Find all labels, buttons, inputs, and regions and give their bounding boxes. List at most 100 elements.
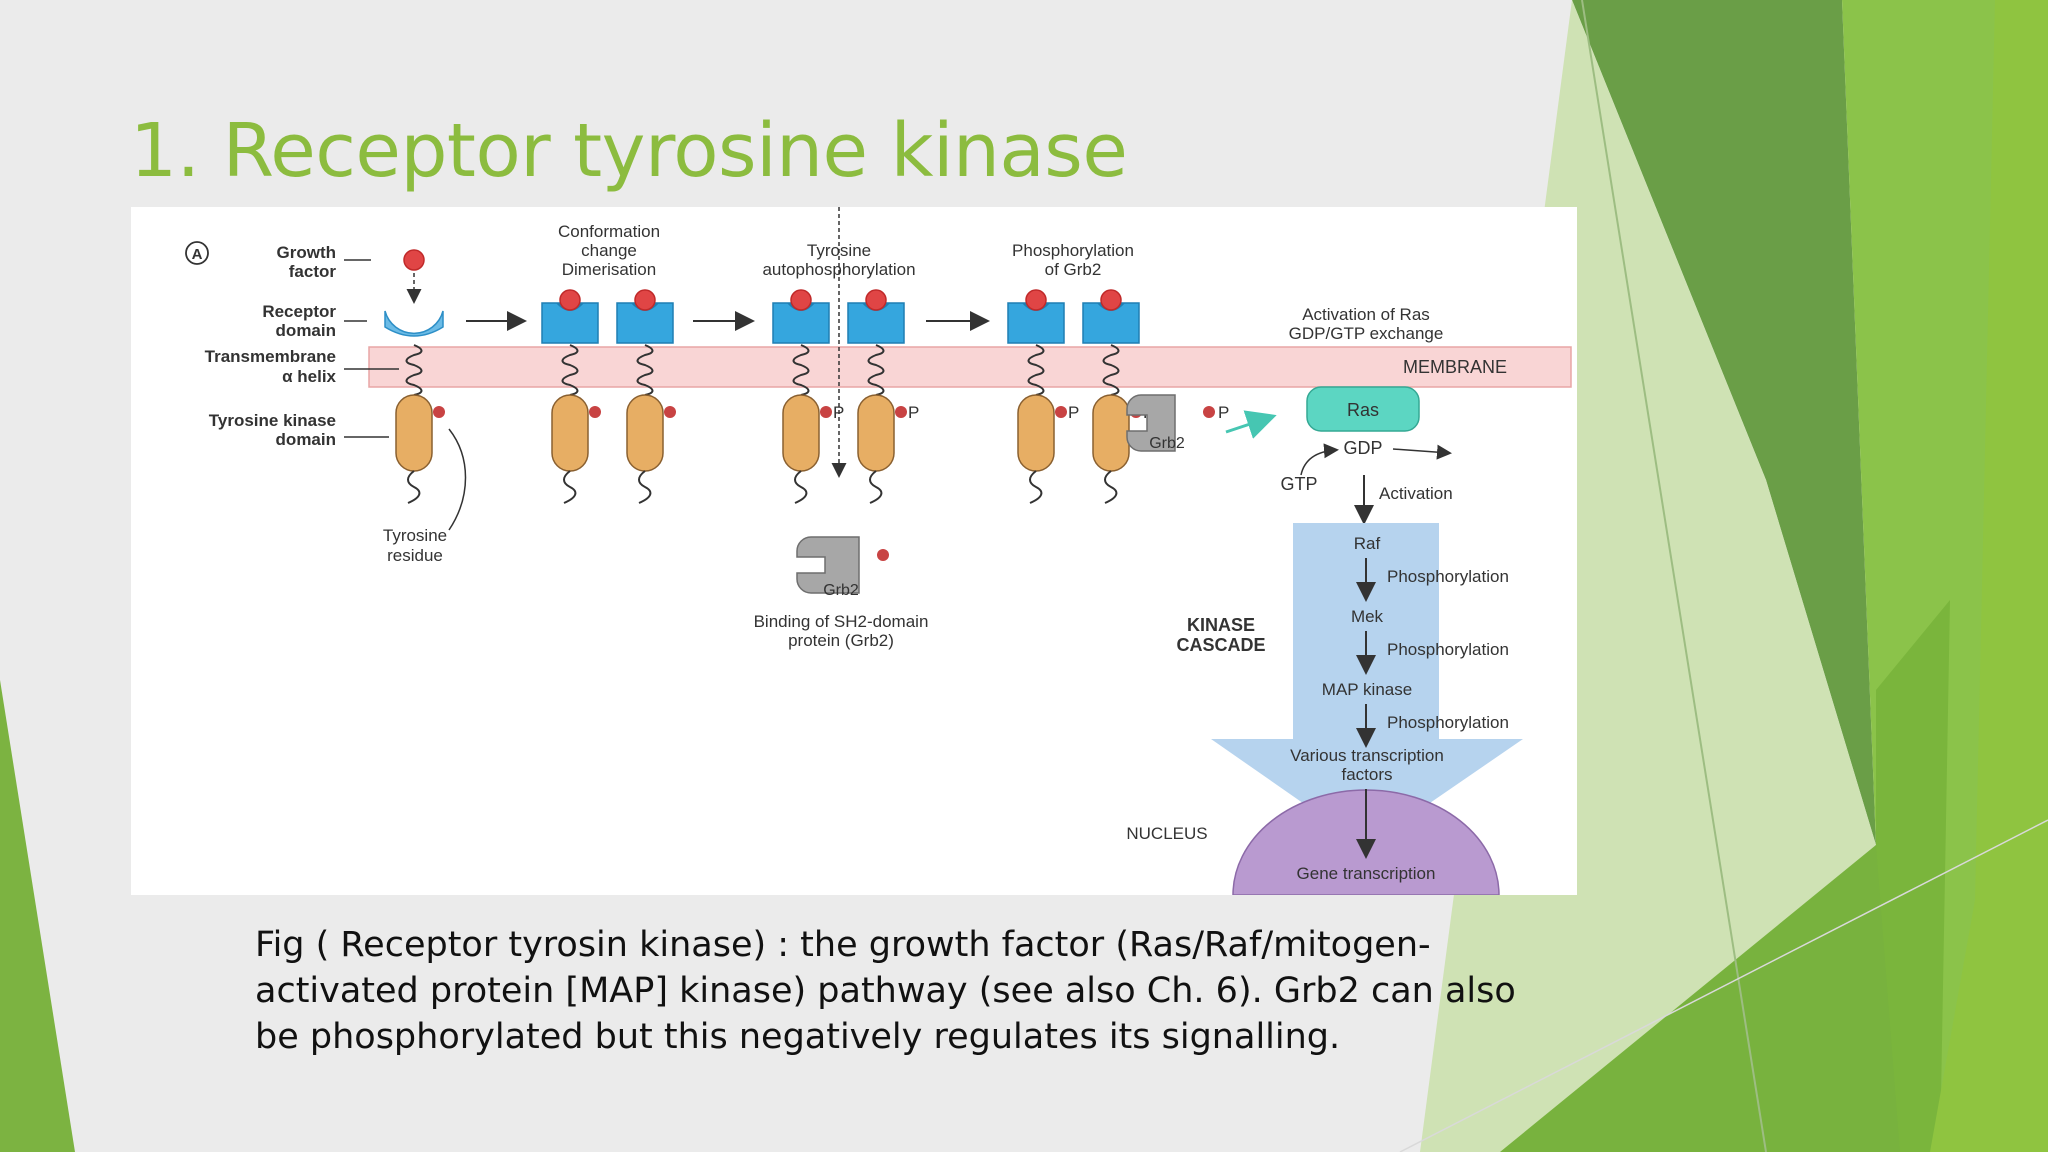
transmembrane-helix (1027, 344, 1045, 396)
figure-caption: Fig ( Receptor tyrosin kinase) : the gro… (255, 922, 1535, 1060)
activation-ras-label-2: GDP/GTP exchange (1289, 324, 1444, 343)
growth-factor-label-2: factor (289, 262, 337, 281)
c-terminal-tail (1104, 470, 1118, 504)
kinase-domain (857, 394, 895, 472)
grb2-phospho-site (1203, 406, 1215, 418)
c-terminal-tail (794, 470, 808, 504)
thin-divider-line (1399, 819, 2048, 1152)
cascade-node: Raf (1354, 534, 1381, 553)
tyrosine-residue (895, 406, 907, 418)
kinase-domain (395, 394, 433, 472)
c-terminal-tail (407, 470, 421, 504)
caption-line-1: Fig ( Receptor tyrosin kinase) : the gro… (255, 925, 1431, 965)
caption-line-3: be phosphorylated but this negatively re… (255, 1017, 1341, 1057)
grb2-protein-free (796, 536, 860, 594)
phosphorylation-label: Phosphorylation (1387, 713, 1509, 732)
activation-label: Activation (1379, 484, 1453, 503)
tyrosine-residue (664, 406, 676, 418)
transmembrane-label-2: α helix (282, 367, 336, 386)
gtp-label: GTP (1280, 474, 1317, 494)
receptor-monomer (384, 249, 445, 504)
gtp-binding-arrow (1300, 443, 1339, 476)
left-green-stripe (0, 680, 75, 1152)
transmembrane-helix (405, 344, 423, 396)
membrane-label: MEMBRANE (1403, 357, 1507, 377)
thin-divider-line (1581, 0, 1767, 1152)
gdp-release-arrow (1392, 444, 1452, 460)
grb2-protein-bound (1126, 394, 1176, 452)
kinase-cascade-label-2: CASCADE (1176, 635, 1265, 655)
slide-title: 1. Receptor tyrosine kinase (130, 108, 1128, 194)
receptor-unit: P (772, 289, 844, 504)
tyrosine-residue (1055, 406, 1067, 418)
tyrosine-residue (589, 406, 601, 418)
binding-caption-1: Binding of SH2-domain (754, 612, 929, 631)
rtk-pathway-diagram: MEMBRANE A Growth factor Receptor domain… (185, 207, 1572, 895)
gdp-label: GDP (1343, 438, 1382, 458)
receptor-unit: P (847, 289, 919, 504)
right-bright-green-strip (1930, 0, 2048, 1152)
transmembrane-helix (792, 344, 810, 396)
nucleus-label: NUCLEUS (1126, 824, 1207, 843)
ras-activation-arrow (1225, 410, 1277, 439)
phosphorylation-label: Phosphorylation (1387, 567, 1509, 586)
cascade-node: MAP kinase (1322, 680, 1412, 699)
transmembrane-helix (1102, 344, 1120, 396)
binding-caption-2: protein (Grb2) (788, 631, 894, 650)
growth-factor-ligand (559, 289, 581, 311)
receptor-domain-label-2: domain (276, 321, 336, 340)
kinase-domain (782, 394, 820, 472)
transmembrane-label-1: Transmembrane (205, 347, 336, 366)
receptor-unit (616, 289, 676, 504)
phosphorylation-grb2-label-2: of Grb2 (1045, 260, 1102, 279)
transmembrane-helix (636, 344, 654, 396)
c-terminal-tail (1029, 470, 1043, 504)
growth-factor-label-1: Growth (277, 243, 337, 262)
growth-factor-ligand (1025, 289, 1047, 311)
grb2-label-free: Grb2 (823, 582, 859, 599)
activation-ras-label-1: Activation of Ras (1302, 305, 1430, 324)
receptor-unit (541, 289, 601, 504)
growth-factor-ligand (1100, 289, 1122, 311)
receptor-domain-cup (384, 310, 444, 337)
growth-factor-ligand (634, 289, 656, 311)
gene-transcription-label: Gene transcription (1297, 864, 1436, 883)
receptor-domain-label-1: Receptor (262, 302, 336, 321)
growth-factor-ligand (865, 289, 887, 311)
growth-factor-ligand (403, 249, 425, 271)
kinase-domain (1017, 394, 1055, 472)
kinase-cascade-label-1: KINASE (1187, 615, 1255, 635)
phosphorylation-label: Phosphorylation (1387, 640, 1509, 659)
phospho-label: P (908, 403, 919, 422)
right-dark-green-panel (1572, 0, 1876, 845)
kinase-domain (1092, 394, 1130, 472)
ras-label: Ras (1347, 400, 1379, 420)
kinase-domain-label-2: domain (276, 430, 336, 449)
conformation-label-2: change (581, 241, 637, 260)
conformation-label-3: Dimerisation (562, 260, 656, 279)
kinase-domain (551, 394, 589, 472)
tyrosine-residue (433, 406, 445, 418)
caption-line-2: activated protein [MAP] kinase) pathway … (255, 971, 1516, 1011)
transcription-factors-label-2: factors (1341, 765, 1392, 784)
panel-label-circle (185, 241, 209, 265)
ras-protein (1306, 386, 1420, 432)
tyrosine-residue-label-1: Tyrosine (383, 526, 447, 545)
grb2-label-bound: Grb2 (1149, 435, 1185, 452)
phosphorylation-grb2-label-1: Phosphorylation (1012, 241, 1134, 260)
tyrosine-residue-pointer (448, 428, 467, 531)
receptor-unit (1082, 289, 1142, 504)
c-terminal-tail (563, 470, 577, 504)
cascade-steps: RafPhosphorylationMekPhosphorylationMAP … (1322, 534, 1509, 748)
kinase-domain-label-1: Tyrosine kinase (209, 411, 336, 430)
phospho-label: P (1068, 403, 1079, 422)
cascade-node: Mek (1351, 607, 1384, 626)
tyrosine-residue-label-2: residue (387, 546, 443, 565)
transmembrane-helix (867, 344, 885, 396)
autophosphorylation-label-2: autophosphorylation (762, 260, 915, 279)
membrane-band (368, 346, 1572, 388)
kinase-cascade-arrow (1211, 523, 1523, 847)
rtk-pathway-figure: MEMBRANE A Growth factor Receptor domain… (131, 207, 1577, 895)
